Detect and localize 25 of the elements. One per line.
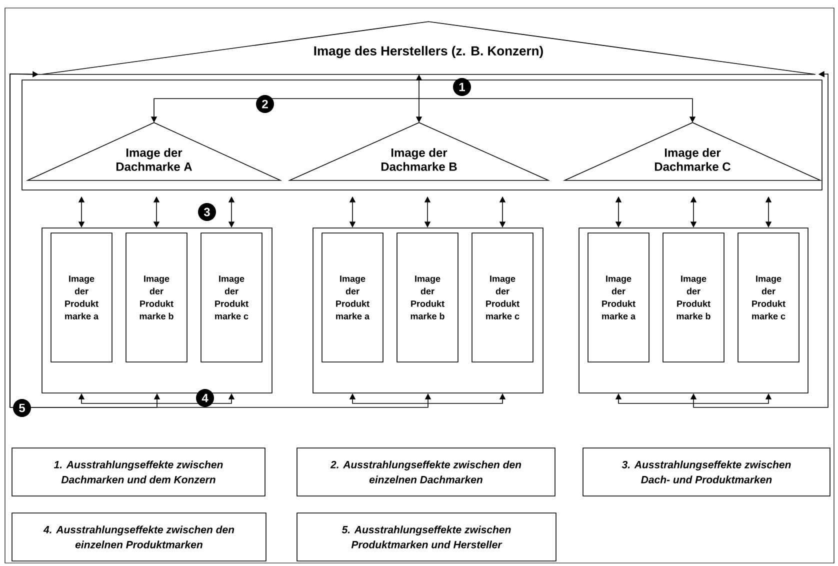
triangle: Image des Herstellers (z. B. Konzern) (41, 21, 816, 75)
product-box: Image der Produkt marke a (322, 232, 384, 362)
note-box: 1. Ausstrahlungseffekte zwischen Dachmarken und dem Konzern (12, 448, 266, 496)
callout-number: 1 (453, 78, 471, 96)
arrow (690, 71, 828, 408)
note-box: 4. Ausstrahlungseffekte zwischen den einzelnen Produktmarken (12, 512, 266, 562)
note-box: 3. Ausstrahlungseffekte zwischen Dach- und Produktmarken (582, 448, 830, 496)
product-box: Image der Produkt marke b (396, 232, 458, 362)
product-box: Image der Produkt marke c (472, 232, 534, 362)
note-box: 5. Ausstrahlungseffekte zwischen Produktmarken und Hersteller (296, 512, 556, 562)
group-box (578, 228, 808, 394)
callout-number: 2 (256, 95, 274, 113)
callout-number: 3 (198, 203, 216, 221)
product-box: Image der Produkt marke a (588, 232, 650, 362)
product-box: Image der Produkt marke b (662, 232, 724, 362)
group-box (22, 80, 822, 190)
note-box: 2. Ausstrahlungseffekte zwischen den einzelnen Dachmarken (296, 448, 556, 496)
product-box: Image der Produkt marke b (126, 232, 188, 362)
product-box: Image der Produkt marke c (200, 232, 262, 362)
group-box (312, 228, 544, 394)
group-box (42, 228, 272, 394)
product-box: Image der Produkt marke c (738, 232, 800, 362)
callout-number: 4 (196, 389, 214, 407)
callout-number: 5 (13, 399, 31, 417)
product-box: Image der Produkt marke a (50, 232, 112, 362)
